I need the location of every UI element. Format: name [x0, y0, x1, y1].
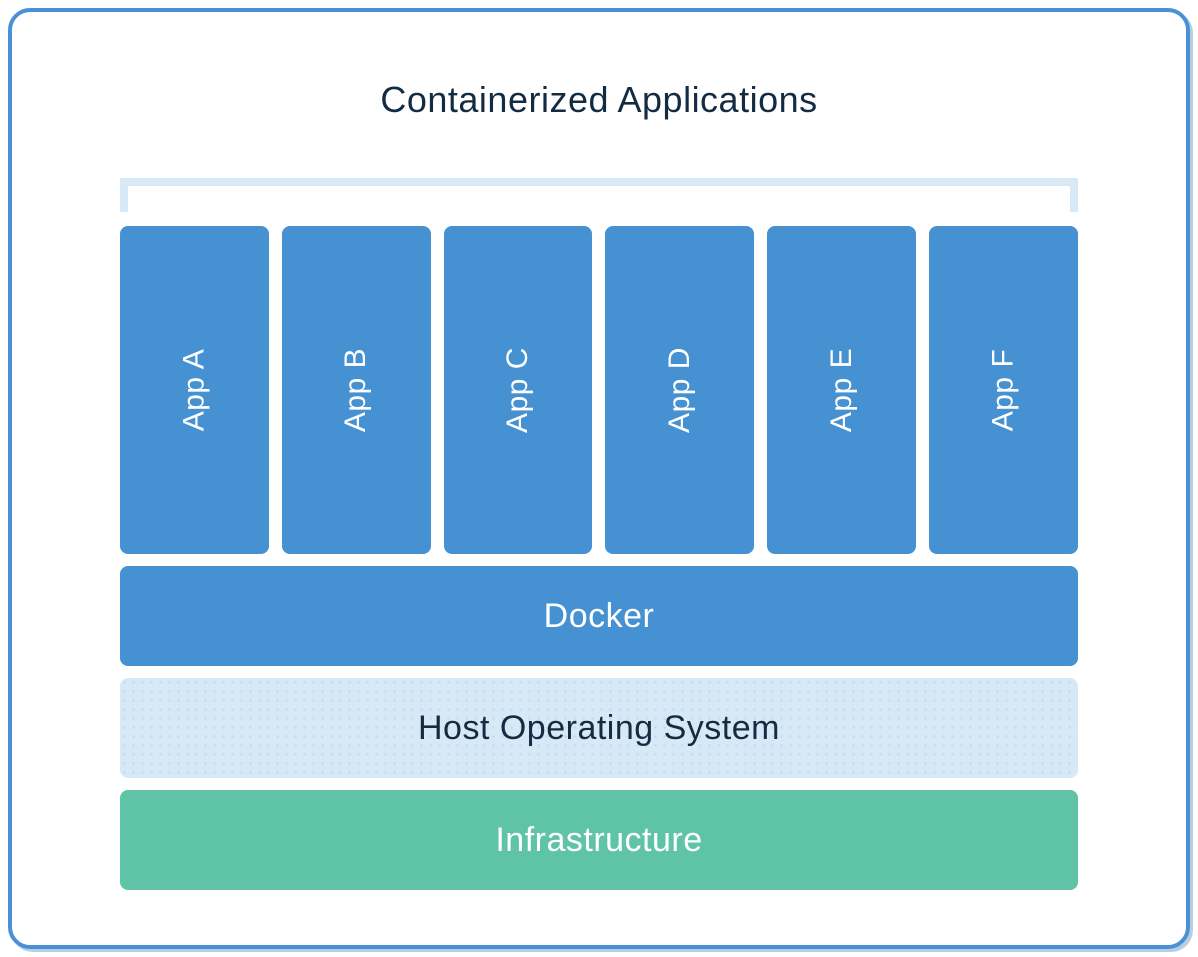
app-container-f: App F — [929, 226, 1078, 554]
app-containers-row: App A App B App C App D App E App F — [120, 226, 1078, 554]
app-container-b-label: App B — [339, 347, 373, 433]
infrastructure-layer: Infrastructure — [120, 790, 1078, 890]
app-container-c-label: App C — [501, 347, 535, 433]
app-container-f-label: App F — [986, 348, 1020, 432]
host-os-layer: Host Operating System — [120, 678, 1078, 778]
app-container-d: App D — [605, 226, 755, 554]
docker-layer: Docker — [120, 566, 1078, 666]
app-container-c: App C — [443, 226, 593, 554]
diagram-title: Containerized Applications — [380, 79, 818, 120]
diagram-content: Containerized Applications App A App B A… — [120, 12, 1078, 890]
containers-group-bracket — [120, 178, 1078, 212]
app-container-d-label: App D — [662, 347, 696, 433]
app-container-a: App A — [120, 226, 269, 554]
app-container-a-label: App A — [177, 348, 211, 432]
app-container-e-label: App E — [824, 347, 858, 433]
app-container-e: App E — [767, 226, 917, 554]
diagram-card: Containerized Applications App A App B A… — [8, 8, 1190, 949]
app-container-b: App B — [281, 226, 431, 554]
